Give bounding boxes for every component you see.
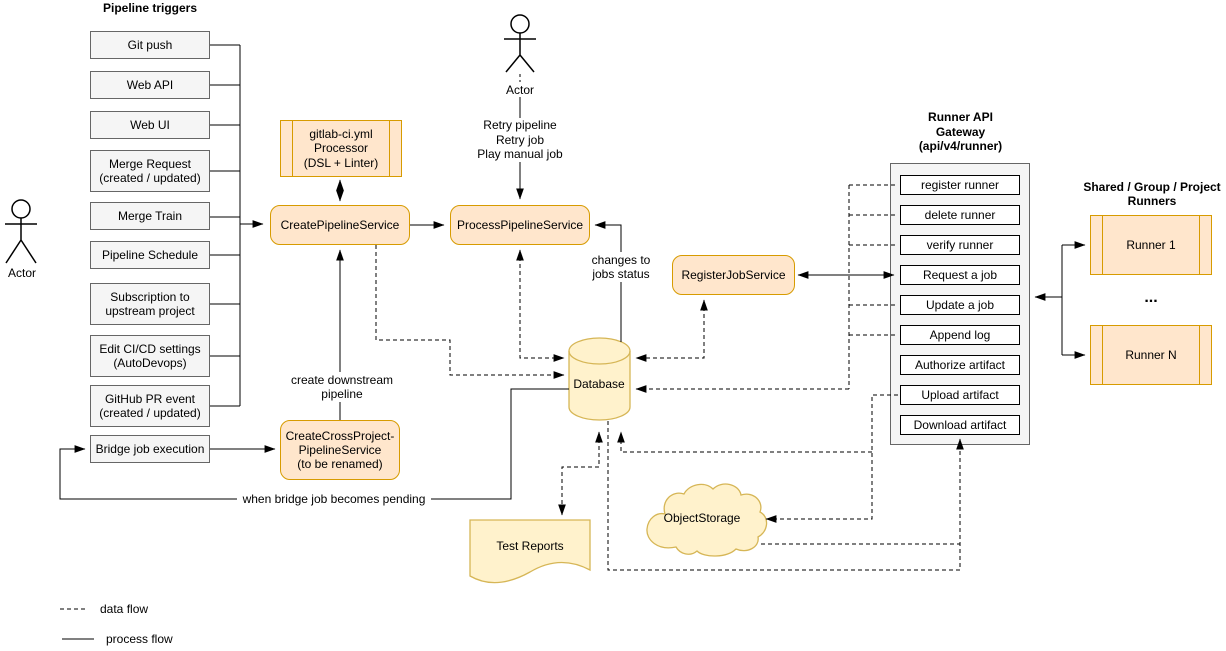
edge-upload-artifact-to-object-storage [765,394,898,523]
endpoint-request-a-job: Request a job [900,265,1020,285]
edge-trigger-trunk [210,44,241,407]
edge-database-test-reports-bidirectional [558,431,603,516]
endpoint-append-log: Append log [900,325,1020,345]
trigger-git-push: Git push [90,31,210,59]
trigger-web-api: Web API [90,71,210,99]
actor-left-icon [5,199,37,264]
edge-create-pipeline-to-database [375,245,565,379]
edge-register-job-database-bidirectional [635,299,708,362]
trigger-edit-cicd-settings: Edit CI/CD settings (AutoDevops) [90,335,210,377]
runner-1-label: Runner 1 [1126,237,1176,252]
create-cross-project-pipeline-service-box: CreateCrossProject- PipelineService (to … [280,420,400,480]
database-label: Database [573,377,625,392]
actor-top-label: Actor [505,82,534,97]
process-shape-bar [292,121,293,176]
actor-top-icon [504,14,536,82]
gitlab-ci-yml-processor-box: gitlab-ci.yml Processor (DSL + Linter) [280,120,402,177]
trigger-web-ui: Web UI [90,111,210,139]
runner-api-gateway-title: Runner API Gateway (api/v4/runner) [918,110,1003,154]
process-shape-bar [389,121,390,176]
endpoint-delete-runner: delete runner [900,205,1020,225]
process-shape-bar [1102,326,1103,384]
process-shape-bar [1199,216,1200,274]
legend-data-flow-label: data flow [100,602,149,616]
trigger-pipeline-schedule: Pipeline Schedule [90,241,210,269]
runner-n-label: Runner N [1125,347,1177,362]
process-pipeline-service-box: ProcessPipelineService [450,205,590,245]
test-reports-label: Test Reports [496,539,564,554]
actor-actions-annotation: Retry pipeline Retry job Play manual job [457,118,583,162]
endpoint-authorize-artifact: Authorize artifact [900,355,1020,375]
register-job-service-box: RegisterJobService [672,255,795,295]
when-bridge-pending-annotation: when bridge job becomes pending [237,492,431,506]
endpoint-register-runner: register runner [900,175,1020,195]
bridge-job-execution-box: Bridge job execution [90,435,210,463]
gitlab-ci-yml-processor-label: gitlab-ci.yml Processor (DSL + Linter) [303,127,379,170]
changes-jobs-status-annotation: changes to jobs status [582,252,660,282]
trigger-github-pr-event: GitHub PR event (created / updated) [90,385,210,427]
runners-ellipsis: ... [1144,289,1158,307]
runner-n-box: Runner N [1090,325,1212,385]
create-pipeline-service-box: CreatePipelineService [270,205,410,245]
trigger-subscription-upstream: Subscription to upstream project [90,283,210,325]
actor-left-label: Actor [7,265,36,280]
pipeline-triggers-title: Pipeline triggers [102,0,198,15]
edge-upload-artifact-to-database [617,431,872,453]
edge-database-to-process-pipeline [594,221,622,342]
runner-1-box: Runner 1 [1090,215,1212,275]
edge-process-pipeline-database-bidirectional [516,249,565,362]
trigger-merge-train: Merge Train [90,202,210,230]
endpoint-update-a-job: Update a job [900,295,1020,315]
legend-process-flow-label: process flow [106,632,173,646]
process-shape-bar [1199,326,1200,384]
object-storage-label: ObjectStorage [663,511,741,526]
process-shape-bar [1102,216,1103,274]
runners-title: Shared / Group / Project Runners [1083,179,1221,208]
create-downstream-annotation: create downstream pipeline [281,372,403,402]
endpoint-download-artifact: Download artifact [900,415,1020,435]
endpoint-verify-runner: verify runner [900,235,1020,255]
trigger-merge-request: Merge Request (created / updated) [90,150,210,192]
endpoint-upload-artifact: Upload artifact [900,385,1020,405]
